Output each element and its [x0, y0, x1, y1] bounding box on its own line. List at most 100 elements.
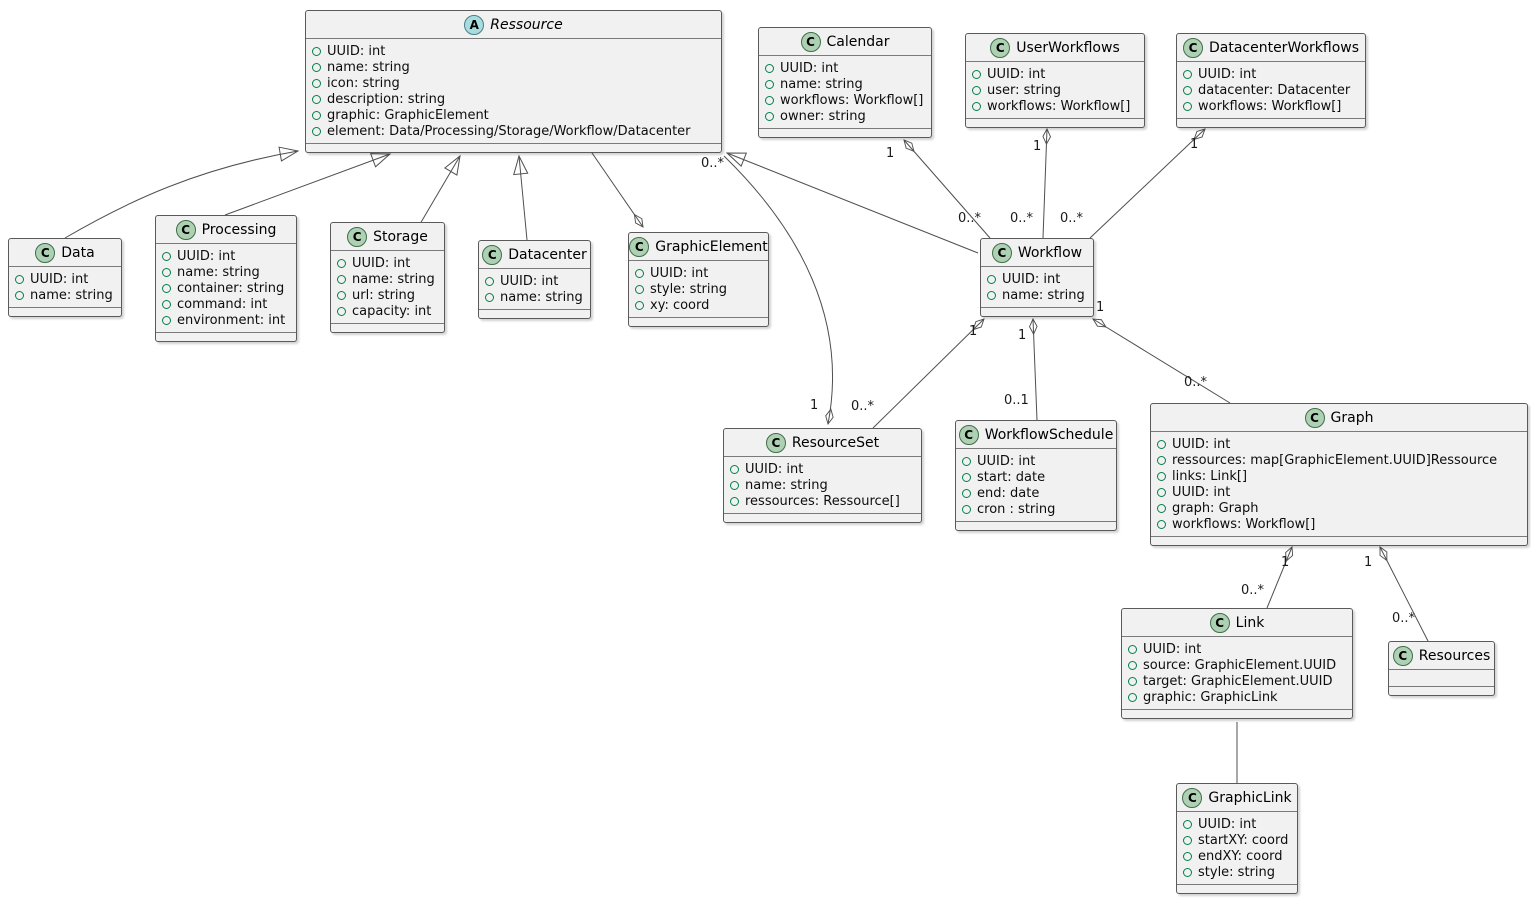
attribute: container: string: [162, 280, 290, 296]
attribute-text: name: string: [327, 59, 410, 75]
multiplicity-label: 1: [1096, 300, 1105, 315]
field-visibility-icon: [1157, 455, 1166, 465]
attribute: UUID: int: [485, 273, 584, 289]
field-visibility-icon: [1183, 69, 1192, 79]
multiplicity-label: 0..1: [1004, 393, 1029, 408]
edge-graph-resources: [1380, 547, 1429, 642]
attribute-text: end: date: [977, 485, 1040, 501]
attribute: start: date: [962, 469, 1110, 485]
attribute-text: name: string: [745, 477, 828, 493]
attribute: icon: string: [312, 75, 715, 91]
attribute: startXY: coord: [1183, 832, 1291, 848]
field-visibility-icon: [337, 258, 346, 268]
attribute-text: UUID: int: [1172, 484, 1231, 500]
multiplicity-label: 0..*: [701, 156, 725, 171]
attribute-text: UUID: int: [745, 461, 804, 477]
field-visibility-icon: [730, 480, 739, 490]
attribute: UUID: int: [962, 453, 1110, 469]
attribute: command: int: [162, 296, 290, 312]
attribute-text: UUID: int: [1172, 436, 1231, 452]
field-visibility-icon: [765, 111, 774, 121]
field-visibility-icon: [15, 290, 24, 300]
attribute: UUID: int: [1183, 816, 1291, 832]
edge-workflow-workflowschedule: [1033, 319, 1037, 421]
field-visibility-icon: [1157, 471, 1166, 481]
attribute-text: name: string: [780, 76, 863, 92]
attribute: datacenter: Datacenter: [1183, 82, 1359, 98]
attribute: capacity: int: [337, 303, 438, 319]
attribute: name: string: [730, 477, 915, 493]
multiplicity-label: 1: [1190, 137, 1199, 152]
multiplicity-label: 1: [886, 146, 895, 161]
field-visibility-icon: [987, 274, 996, 284]
methods-compartment: [1177, 884, 1297, 893]
attribute-text: name: string: [500, 289, 583, 305]
class-name: Storage: [373, 228, 428, 245]
field-visibility-icon: [1128, 660, 1137, 670]
class-header: C Storage: [331, 223, 444, 251]
edge-data-extends-ressource: [64, 146, 300, 239]
attribute: UUID: int: [1128, 641, 1346, 657]
attribute: UUID: int: [1157, 484, 1521, 500]
class-icon: C: [765, 432, 786, 453]
methods-compartment: [759, 128, 931, 137]
field-visibility-icon: [337, 290, 346, 300]
multiplicity-label: 1: [1018, 328, 1027, 343]
class-header: A Ressource: [306, 11, 721, 39]
methods-compartment: [156, 332, 296, 341]
field-visibility-icon: [15, 274, 24, 284]
attribute-text: endXY: coord: [1198, 848, 1283, 864]
multiplicity-label: 0..*: [1184, 375, 1208, 390]
class-name: ResourceSet: [791, 434, 880, 451]
attribute: user: string: [972, 82, 1138, 98]
edge-datacenterworkflows-workflow: [1089, 129, 1205, 239]
attribute-text: workflows: Workflow[]: [1172, 516, 1316, 532]
attribute: UUID: int: [1157, 436, 1521, 452]
attribute: links: Link[]: [1157, 468, 1521, 484]
methods-compartment: [1177, 118, 1365, 127]
attribute: workflows: Workflow[]: [972, 98, 1138, 114]
class-name: GraphicElement: [655, 238, 768, 255]
attribute-text: name: string: [352, 271, 435, 287]
multiplicity-label: 0..*: [1060, 211, 1084, 226]
attribute: UUID: int: [987, 271, 1087, 287]
field-visibility-icon: [1183, 101, 1192, 111]
field-visibility-icon: [312, 94, 321, 104]
field-visibility-icon: [1183, 835, 1192, 845]
field-visibility-icon: [312, 46, 321, 56]
class-name: Datacenter: [508, 246, 587, 263]
class-name: UserWorkflows: [1016, 39, 1120, 56]
class-icon: C: [1209, 612, 1230, 633]
class-name: Resources: [1418, 647, 1491, 664]
attribute-text: icon: string: [327, 75, 400, 91]
attribute: style: string: [635, 281, 762, 297]
field-visibility-icon: [962, 504, 971, 514]
field-visibility-icon: [765, 79, 774, 89]
class-header: C Workflow: [981, 239, 1093, 267]
attribute: style: string: [1183, 864, 1291, 880]
attribute: UUID: int: [337, 255, 438, 271]
attribute-text: command: int: [177, 296, 268, 312]
attribute-text: owner: string: [780, 108, 866, 124]
class-header: C Data: [9, 239, 121, 267]
class-name: Graph: [1330, 409, 1374, 426]
attribute-text: datacenter: Datacenter: [1198, 82, 1351, 98]
attribute-text: UUID: int: [1002, 271, 1061, 287]
class-header: C Graph: [1151, 404, 1527, 432]
class-icon: C: [958, 424, 979, 445]
edge-userworkflows-workflow: [1043, 129, 1047, 239]
methods-compartment: [479, 309, 590, 318]
class-header: C GraphicElement: [629, 233, 768, 261]
attribute-text: name: string: [1002, 287, 1085, 303]
field-visibility-icon: [1128, 644, 1137, 654]
attribute-text: source: GraphicElement.UUID: [1143, 657, 1337, 673]
attribute: UUID: int: [15, 271, 115, 287]
class-header: C WorkflowSchedule: [956, 421, 1116, 449]
field-visibility-icon: [485, 292, 494, 302]
